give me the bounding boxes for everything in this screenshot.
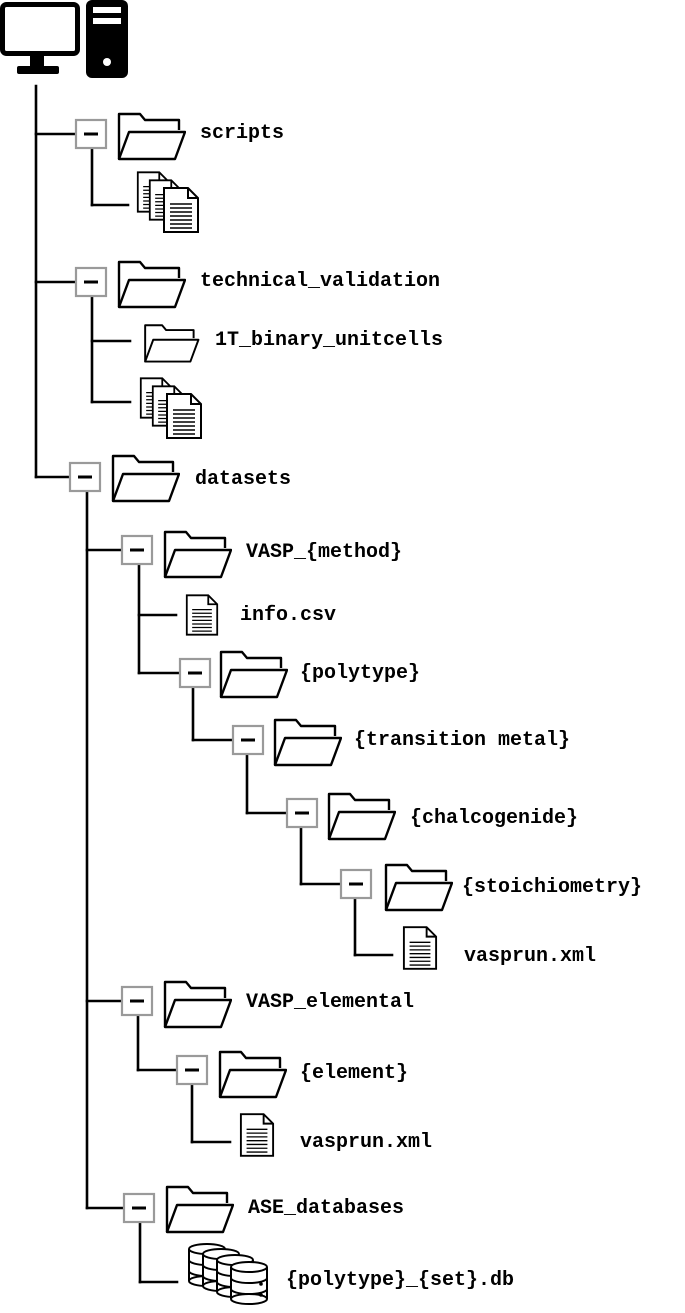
open-folder-icon [219, 650, 288, 699]
tree-node-chalcogenide [285, 792, 396, 841]
open-folder-icon [165, 1185, 234, 1234]
tree-node-polytype [178, 650, 288, 699]
computer-icon [0, 0, 128, 78]
document-icon [166, 393, 202, 439]
open-folder-icon [144, 324, 200, 363]
node-label-datasets[interactable]: datasets [195, 468, 292, 491]
collapse-toggle-icon[interactable] [122, 1192, 156, 1224]
node-label-scripts[interactable]: scripts [200, 122, 285, 145]
tree-node-ase-databases [122, 1185, 234, 1234]
open-folder-icon [218, 1050, 287, 1099]
open-folder-icon [273, 718, 342, 767]
tree-node-transition-metal [231, 718, 342, 767]
node-label-chalcogenide[interactable]: {chalcogenide} [410, 807, 579, 830]
tree-node-technical-validation [74, 260, 186, 309]
node-label-binary-unitcells[interactable]: 1T_binary_unitcells [215, 329, 444, 352]
document-icon [239, 1113, 275, 1157]
tree-node-datasets [68, 454, 180, 503]
collapse-toggle-icon[interactable] [285, 797, 319, 829]
collapse-toggle-icon[interactable] [339, 868, 373, 900]
node-label-info-csv[interactable]: info.csv [240, 604, 337, 627]
tree-node-element [175, 1050, 287, 1099]
collapse-toggle-icon[interactable] [178, 657, 212, 689]
documents-stack-icon [139, 377, 202, 439]
node-label-vasp-method[interactable]: VASP_{method} [246, 541, 403, 564]
node-label-polytype-set-db[interactable]: {polytype}_{set}.db [286, 1269, 515, 1292]
node-label-vasp-elemental[interactable]: VASP_elemental [246, 991, 415, 1014]
database-stack-icon [188, 1243, 268, 1305]
document-icon [163, 187, 199, 233]
collapse-toggle-icon[interactable] [231, 724, 265, 756]
open-folder-icon [384, 863, 453, 912]
tree-node-info-csv [185, 594, 219, 636]
open-folder-icon [111, 454, 180, 503]
collapse-toggle-icon[interactable] [74, 266, 108, 298]
tree-node-vasp-elemental [120, 980, 232, 1029]
collapse-toggle-icon[interactable] [120, 985, 154, 1017]
open-folder-icon [117, 260, 186, 309]
tree-node-technical-validation-files [139, 377, 202, 439]
collapse-toggle-icon[interactable] [74, 118, 108, 150]
node-label-element[interactable]: {element} [300, 1062, 409, 1085]
tree-connector-lines [34, 84, 394, 1284]
collapse-toggle-icon[interactable] [68, 461, 102, 493]
open-folder-icon [117, 112, 186, 161]
tree-node-stoichiometry [339, 863, 453, 912]
node-label-vasprun-elemental[interactable]: vasprun.xml [300, 1131, 433, 1154]
collapse-toggle-icon[interactable] [120, 534, 154, 566]
node-label-polytype[interactable]: {polytype} [300, 662, 421, 685]
node-label-transition-metal[interactable]: {transition metal} [354, 729, 571, 752]
tree-node-vasprun-method [402, 926, 438, 970]
document-icon [402, 926, 438, 970]
open-folder-icon [327, 792, 396, 841]
tree-node-scripts-files [136, 171, 199, 233]
node-label-stoichiometry[interactable]: {stoichiometry} [462, 876, 643, 899]
database-icon [230, 1261, 268, 1305]
tree-node-polytype-set-db [188, 1243, 268, 1305]
collapse-toggle-icon[interactable] [175, 1054, 209, 1086]
node-label-ase-databases[interactable]: ASE_databases [248, 1197, 405, 1220]
tree-node-vasp-method [120, 530, 232, 579]
node-label-vasprun-method[interactable]: vasprun.xml [464, 945, 597, 968]
tree-node-binary-unitcells [144, 324, 200, 363]
tree-node-scripts [74, 112, 186, 161]
open-folder-icon [163, 980, 232, 1029]
tree-node-vasprun-elemental [239, 1113, 275, 1157]
document-icon [185, 594, 219, 636]
node-label-technical-validation[interactable]: technical_validation [200, 270, 441, 293]
documents-stack-icon [136, 171, 199, 233]
open-folder-icon [163, 530, 232, 579]
